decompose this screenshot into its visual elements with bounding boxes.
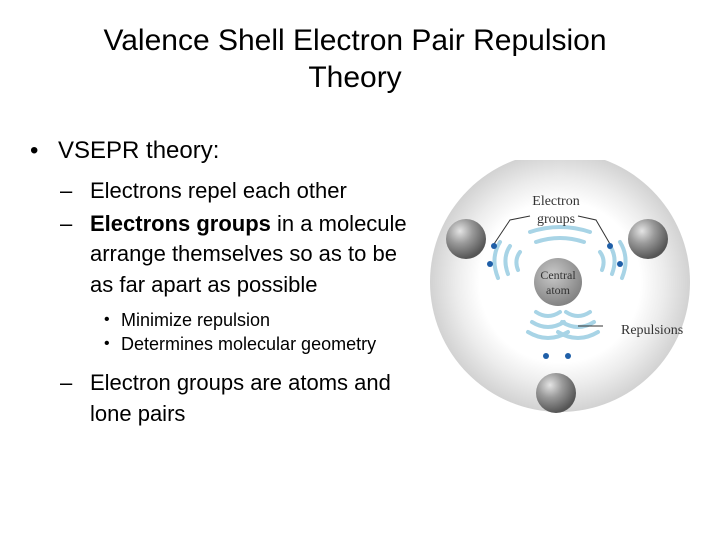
label-central: Central: [540, 268, 576, 282]
sub-sub-bullet-geometry: • Determines molecular geometry: [30, 332, 410, 356]
electron-groups-bold: Electrons groups: [90, 210, 271, 236]
electron-group-atom-left: [446, 219, 486, 259]
sub-sub-bullet-minimize-text: Minimize repulsion: [121, 310, 271, 330]
repulsion-waves: [492, 225, 628, 340]
diagram-labels: Electron groups Central atom Repulsions: [532, 194, 683, 338]
dash-marker: –: [60, 370, 73, 395]
dash-marker: –: [60, 210, 73, 236]
sub-bullet-repel: – Electrons repel each other: [30, 176, 410, 207]
label-atom: atom: [546, 283, 571, 297]
bullet-vsepr: • VSEPR theory:: [30, 136, 410, 166]
sub-bullet-groups-text: in a molecule arrange themselves so as t…: [90, 210, 407, 297]
electron-group-atom-bottom: [536, 373, 576, 413]
electron-group-atom-right: [628, 219, 668, 259]
dash-marker: –: [60, 178, 73, 203]
slide-body: • VSEPR theory: – Electrons repel each o…: [30, 136, 410, 431]
sub-sub-bullet-geometry-text: Determines molecular geometry: [121, 334, 377, 354]
sub-bullet-atoms-lone-pairs: – Electron groups are atoms and lone pai…: [30, 368, 410, 429]
bullet-dot: •: [104, 311, 110, 328]
vsepr-diagram: Electron groups Central atom Repulsions: [430, 160, 690, 413]
sub-bullet-atoms-text: Electron groups are atoms and lone pairs: [90, 370, 391, 426]
bullet-dot: •: [30, 137, 39, 164]
electron-dots: [487, 243, 623, 359]
central-atom: [534, 258, 582, 306]
electron-group-lines: [493, 215, 611, 327]
label-groups: groups: [537, 212, 575, 227]
label-repulsions: Repulsions: [621, 323, 683, 338]
label-electron: Electron: [532, 194, 579, 209]
sub-bullet-repel-text: Electrons repel each other: [90, 178, 347, 203]
bullet-dot: •: [104, 335, 110, 352]
slide-title: Valence Shell Electron Pair Repulsion Th…: [103, 24, 607, 94]
sub-sub-bullet-minimize: • Minimize repulsion: [30, 308, 410, 332]
sub-bullet-groups: – Electrons groups in a molecule arrange…: [30, 209, 410, 301]
sub-sub-bullets: • Minimize repulsion • Determines molecu…: [30, 308, 410, 356]
bullet-vsepr-text: VSEPR theory:: [58, 137, 220, 164]
